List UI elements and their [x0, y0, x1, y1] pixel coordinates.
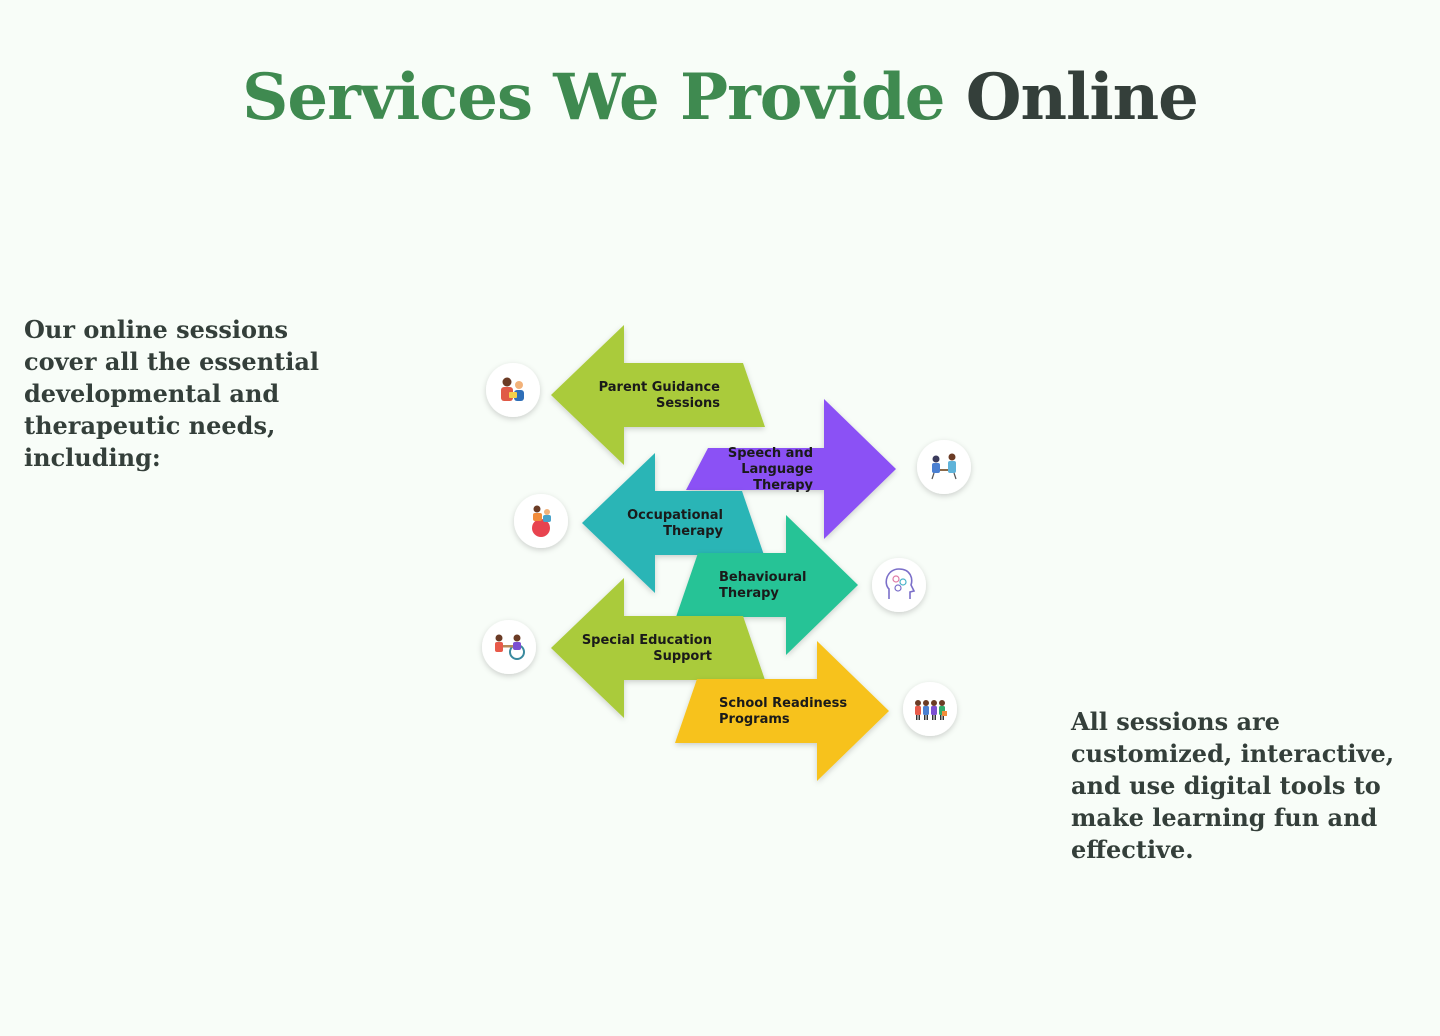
icon-badge	[903, 682, 957, 736]
service-label: Therapy	[663, 524, 723, 539]
icon-badge	[917, 440, 971, 494]
speech-therapy-icon	[917, 440, 971, 494]
service-label: Support	[653, 649, 712, 664]
service-label: Language	[741, 462, 813, 477]
service-label: School Readiness	[719, 696, 847, 711]
arrow-shape	[551, 325, 765, 465]
parent-child-icon	[486, 363, 540, 417]
behaviour-head-icon	[872, 558, 926, 612]
special-education-icon	[482, 620, 536, 674]
service-label: Programs	[719, 712, 790, 727]
service-label: Therapy	[719, 586, 779, 601]
occupational-therapy-icon	[514, 494, 568, 548]
service-label: Special Education	[582, 633, 712, 648]
service-label: Sessions	[656, 396, 720, 411]
service-label: Parent Guidance	[599, 380, 721, 395]
service-label: Therapy	[753, 478, 813, 493]
service-label: Occupational	[627, 508, 723, 523]
service-label: Speech and	[728, 446, 813, 461]
service-label: Behavioural	[719, 570, 807, 585]
school-children-icon	[903, 682, 957, 736]
